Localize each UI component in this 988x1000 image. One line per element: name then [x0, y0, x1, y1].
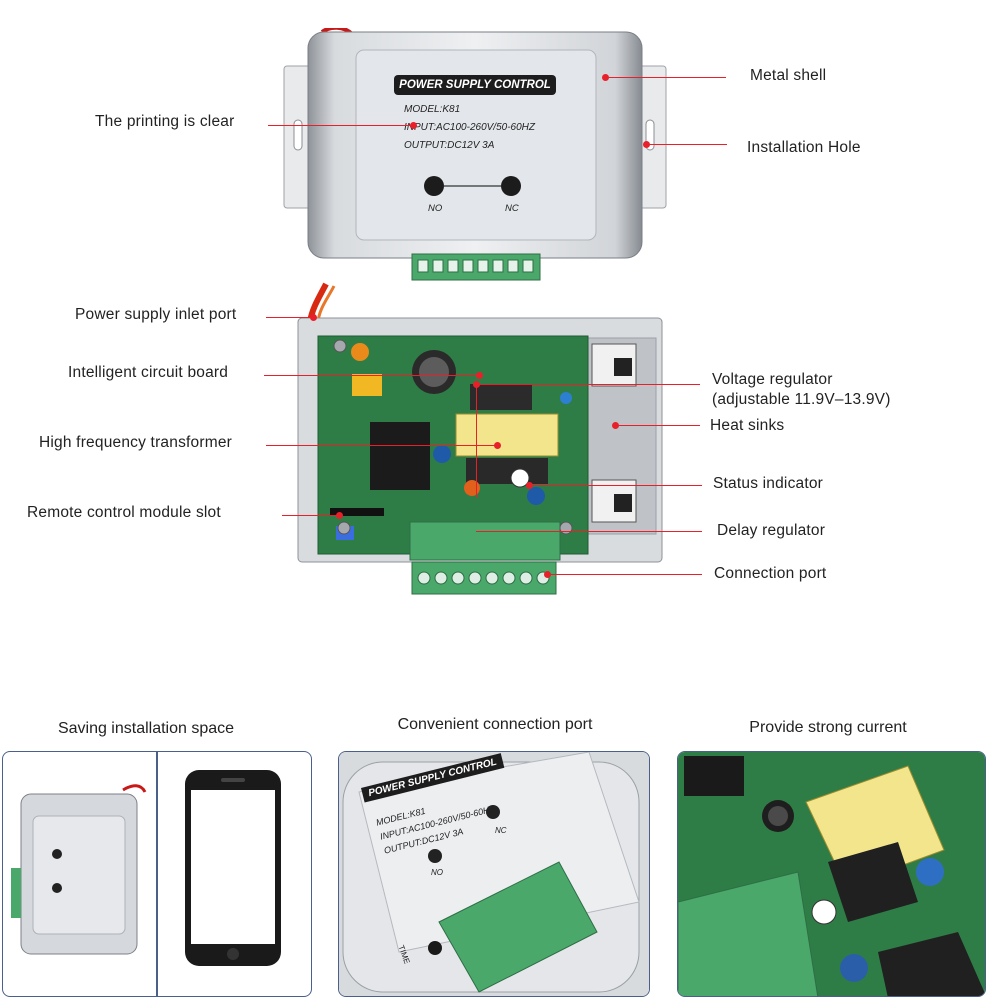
transformer-marker — [494, 442, 501, 449]
heat-sinks-leader — [616, 425, 700, 427]
installation-hole-leader — [647, 144, 727, 146]
status-indicator-label: Status indicator — [713, 475, 824, 492]
panel-connection-port: POWER SUPPLY CONTROL MODEL:K81 INPUT:AC1… — [338, 751, 650, 997]
closeup-nc-label: NC — [495, 826, 507, 835]
metal-shell-marker — [602, 74, 609, 81]
metal-shell-label: Metal shell — [750, 67, 827, 84]
heat-sinks-label: Heat sinks — [710, 417, 785, 434]
device-housing-illustration — [283, 25, 667, 281]
metal-shell-leader — [606, 77, 726, 79]
panel-saving-space — [2, 751, 312, 997]
delay-regulator-label: Delay regulator — [717, 522, 826, 539]
remote-slot-label: Remote control module slot — [27, 504, 221, 521]
installation-hole-label: Installation Hole — [747, 139, 861, 156]
device-model-text: MODEL:K81 — [404, 104, 461, 115]
remote-slot-marker — [336, 512, 343, 519]
caption-convenient-port: Convenient connection port — [397, 716, 593, 733]
power-inlet-leader — [266, 317, 314, 319]
circuit-board-illustration — [297, 282, 663, 595]
transformer-leader — [266, 445, 498, 447]
panel-divider — [156, 752, 158, 996]
connection-port-leader — [548, 574, 702, 576]
nc-label: NC — [505, 203, 519, 214]
power-inlet-marker — [310, 314, 317, 321]
printing-clear-marker — [410, 122, 417, 129]
circuit-board-marker — [476, 372, 483, 379]
voltage-regulator-label: Voltage regulator — [712, 371, 833, 388]
connection-port-marker — [544, 571, 551, 578]
caption-strong-current: Provide strong current — [749, 719, 907, 736]
remote-slot-leader — [282, 515, 340, 517]
printing-clear-label: The printing is clear — [95, 113, 235, 130]
closeup-no-label: NO — [431, 868, 443, 877]
panel-strong-current — [677, 751, 986, 997]
voltage-regulator-leader — [476, 384, 700, 386]
circuit-board-label: Intelligent circuit board — [68, 364, 229, 381]
voltage-regulator-leader-v — [476, 384, 478, 498]
device-output-text: OUTPUT:DC12V 3A — [404, 140, 495, 151]
printing-clear-leader — [268, 125, 414, 127]
voltage-regulator-range: (adjustable 11.9V–13.9V) — [712, 391, 891, 408]
caption-saving-space: Saving installation space — [57, 720, 235, 737]
no-label: NO — [428, 203, 443, 214]
transformer-label: High frequency transformer — [39, 434, 233, 451]
circuit-board-leader — [264, 375, 480, 377]
device-pcb-view — [296, 282, 668, 598]
status-indicator-marker — [526, 482, 533, 489]
status-indicator-leader — [530, 485, 702, 487]
connection-port-closeup — [339, 752, 649, 996]
device-title-label: POWER SUPPLY CONTROL — [399, 79, 551, 91]
power-inlet-label: Power supply inlet port — [75, 306, 237, 323]
smartphone-icon — [185, 770, 281, 966]
device-top-view: POWER SUPPLY CONTROL MODEL:K81 INPUT:AC1… — [282, 25, 668, 284]
delay-regulator-leader — [476, 531, 702, 533]
compact-device-illustration — [11, 784, 147, 955]
connection-port-label: Connection port — [714, 565, 827, 582]
pcb-closeup — [678, 752, 985, 996]
heat-sinks-marker — [612, 422, 619, 429]
device-input-text: INPUT:AC100-260V/50-60HZ — [404, 122, 535, 133]
installation-hole-marker — [643, 141, 650, 148]
